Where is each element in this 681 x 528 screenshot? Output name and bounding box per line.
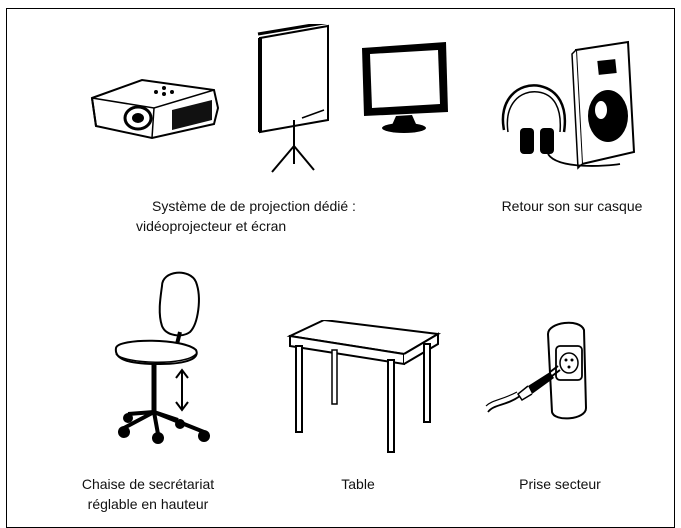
projection-screen-icon bbox=[257, 24, 329, 173]
caption-chair-line-2: réglable en hauteur bbox=[87, 496, 209, 512]
caption-headphones: Retour son sur casque bbox=[482, 196, 662, 216]
caption-table: Table bbox=[318, 474, 398, 494]
table-icon bbox=[286, 320, 442, 453]
caption-outlet: Prise secteur bbox=[500, 474, 620, 494]
caption-table-line-1: Table bbox=[341, 476, 375, 492]
caption-chair: Chaise de secrétariat réglable en hauteu… bbox=[48, 474, 248, 514]
caption-headphones-line-1: Retour son sur casque bbox=[501, 198, 643, 214]
caption-chair-line-1: Chaise de secrétariat bbox=[81, 476, 215, 492]
caption-projection-line-1: Système de de projection dédié : bbox=[152, 198, 356, 214]
caption-projection: Système de de projection dédié : vidéopr… bbox=[104, 196, 404, 236]
power-outlet-plug-icon bbox=[485, 321, 588, 420]
office-chair-icon bbox=[114, 271, 210, 444]
projector-icon bbox=[90, 78, 220, 140]
monitor-icon bbox=[362, 42, 448, 133]
caption-projection-line-2: vidéoprojecteur et écran bbox=[136, 218, 287, 234]
headphones-speaker-icon bbox=[501, 40, 636, 170]
caption-outlet-line-1: Prise secteur bbox=[519, 476, 601, 492]
